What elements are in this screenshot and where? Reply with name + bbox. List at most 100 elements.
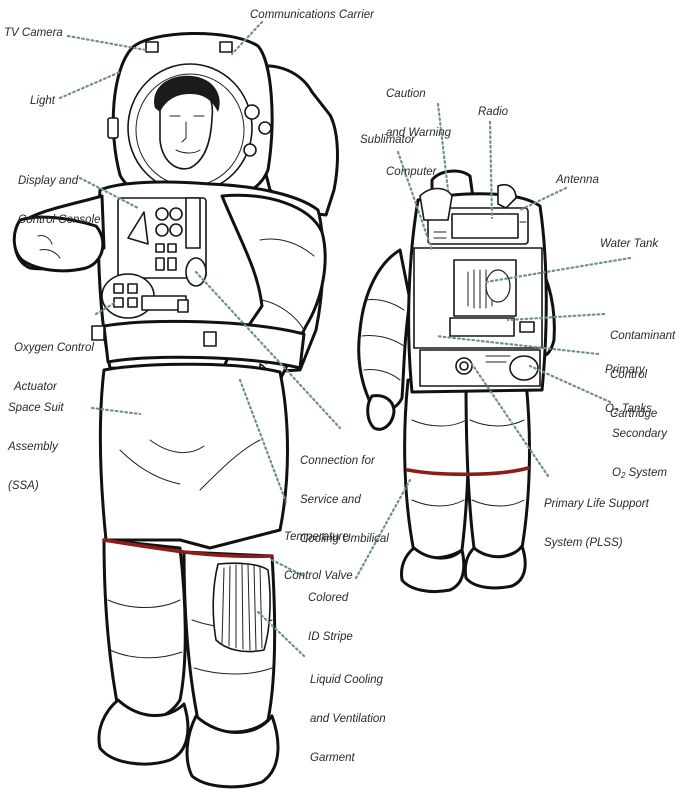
leader-ssa <box>90 406 142 416</box>
label-contaminant-line1: Contaminant <box>610 330 676 342</box>
console-dial-1 <box>155 207 169 221</box>
label-id-stripe-line1: Colored <box>308 592 349 604</box>
label-ssa: Space Suit Assembly (SSA) <box>8 376 64 506</box>
label-cwc: Caution and Warning Computer <box>386 62 451 192</box>
label-oxygen-actuator: Oxygen Control Actuator <box>14 316 94 407</box>
label-lcvg: Liquid Cooling and Ventilation Garment <box>310 648 386 778</box>
label-sublimator: Sublimator <box>360 134 415 146</box>
plss-radio <box>451 213 519 239</box>
label-oxygen-actuator-line1: Oxygen Control <box>14 342 94 354</box>
front-astronaut <box>12 32 339 789</box>
leader-plss <box>470 362 550 478</box>
leader-light <box>58 70 122 100</box>
label-antenna: Antenna <box>556 174 599 186</box>
plss-lower-details <box>485 355 511 363</box>
console-key-4 <box>167 257 177 271</box>
hip-seams <box>119 439 261 491</box>
o2-tank-valve-inner <box>459 361 469 371</box>
label-contaminant-line3: Cartridge <box>610 408 658 420</box>
plss-contaminant-cartridge <box>449 317 515 337</box>
primary-o2-rest: Tanks <box>618 403 652 415</box>
label-tv-camera: TV Camera <box>4 27 63 39</box>
label-umbilical-line1: Connection for <box>300 455 375 467</box>
label-umbilical-line3: Cooling Umbilical <box>300 533 389 545</box>
label-cwc-line3: Computer <box>386 166 437 178</box>
front-left-leg <box>102 538 187 723</box>
leader-antenna <box>518 186 568 212</box>
leader-radio <box>488 120 494 220</box>
label-umbilical: Connection for Service and Cooling Umbil… <box>300 429 389 559</box>
primary-o2-sub: 2 <box>613 407 619 416</box>
back-astronaut <box>357 169 556 594</box>
back-right-boot <box>463 544 527 590</box>
label-cwc-line1: Caution <box>386 88 426 100</box>
actuator-tab <box>177 299 189 313</box>
back-left-leg <box>403 378 471 560</box>
console-key-2 <box>167 243 177 253</box>
label-primary-o2-line2: O2 Tanks <box>605 403 652 418</box>
leg-seams <box>107 599 273 675</box>
back-id-stripe <box>406 466 530 477</box>
helmet-knob-3 <box>243 143 257 157</box>
back-left-boot <box>400 546 466 594</box>
leader-secondary-o2 <box>528 364 612 404</box>
waist-clip-right <box>203 331 217 347</box>
secondary-o2-sub: 2 <box>620 471 626 480</box>
front-left-glove <box>12 215 105 273</box>
back-arm-seams <box>361 299 405 381</box>
actuator-knob-2 <box>127 283 138 294</box>
console-triangle <box>127 211 149 245</box>
label-lcvg-line3: Garment <box>310 752 355 764</box>
helmet-camera-right <box>219 41 233 53</box>
label-plss: Primary Life Support System (PLSS) <box>544 472 649 563</box>
label-communications-carrier: Communications Carrier <box>250 9 374 21</box>
label-temp-valve-line1: Temperature <box>284 531 349 543</box>
leader-water-tank <box>484 256 632 284</box>
secondary-o2-bottle <box>509 355 539 381</box>
label-ssa-line2: Assembly <box>8 441 58 453</box>
label-display-console: Display and Control Console <box>18 149 100 240</box>
leader-primary-o2 <box>434 334 600 356</box>
label-display-console-line2: Control Console <box>18 214 101 226</box>
label-cwc-line2: and Warning <box>386 127 451 139</box>
leader-lcvg <box>256 610 306 658</box>
console-slot <box>185 197 201 249</box>
leader-umbilical <box>194 270 342 430</box>
label-secondary-o2-line1: Secondary <box>612 428 667 440</box>
secondary-o2-rest: System <box>625 467 667 479</box>
console-dial-2 <box>169 207 183 221</box>
label-contaminant: Contaminant Control Cartridge <box>610 304 675 434</box>
label-primary-o2: Primary O2 Tanks <box>605 338 652 431</box>
actuator-knob-4 <box>127 297 138 308</box>
primary-o2-o: O <box>605 403 614 415</box>
label-ssa-line3: (SSA) <box>8 480 39 492</box>
cooling-garment-tubes <box>221 564 263 651</box>
leader-id-stripe <box>270 478 412 580</box>
waist-clip-left <box>91 325 105 341</box>
leader-contaminant <box>506 312 606 322</box>
helmet-knob-1 <box>244 104 260 120</box>
leader-cwc <box>436 102 450 192</box>
front-hips <box>98 362 289 550</box>
leader-lines <box>58 20 632 658</box>
glove-fingers <box>37 235 61 259</box>
console-key-3 <box>155 257 165 271</box>
label-light: Light <box>30 95 55 107</box>
face-eyes <box>169 115 205 154</box>
leader-tv-camera <box>66 34 148 52</box>
label-lcvg-line2: and Ventilation <box>310 713 386 725</box>
leader-sublimator <box>396 150 434 252</box>
label-id-stripe-line2: ID Stripe <box>308 631 353 643</box>
label-water-tank: Water Tank <box>600 238 659 250</box>
front-id-stripe <box>102 538 274 559</box>
label-temp-valve-line2: Control Valve <box>284 570 353 582</box>
console-dial-4 <box>169 223 183 237</box>
actuator-knob-1 <box>113 283 124 294</box>
label-umbilical-line2: Service and <box>300 494 361 506</box>
label-oxygen-actuator-line2: Actuator <box>14 381 57 393</box>
label-temp-valve: Temperature Control Valve <box>284 505 353 596</box>
front-left-boot <box>97 698 190 766</box>
label-secondary-o2: Secondary O2 System <box>612 402 667 495</box>
label-radio: Radio <box>478 106 509 118</box>
back-left-glove <box>366 394 396 431</box>
